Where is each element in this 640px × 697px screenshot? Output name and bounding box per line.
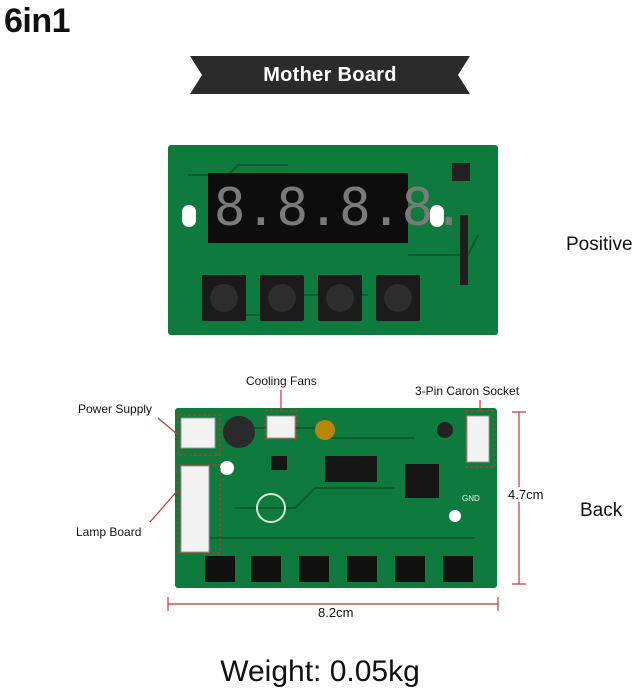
back-board-image xyxy=(175,408,497,588)
front-board-image xyxy=(168,145,498,335)
cooling-fans-label: Cooling Fans xyxy=(246,374,317,388)
mother-board-banner: Mother Board xyxy=(190,56,470,94)
back-label: Back xyxy=(580,500,623,521)
gnd-label: GND xyxy=(462,494,480,503)
power-supply-label: Power Supply xyxy=(78,402,153,416)
weight-label: Weight: 0.05kg xyxy=(220,655,420,688)
display-digit: 8. xyxy=(214,178,277,238)
display-digit: 8. xyxy=(276,178,340,238)
width-dimension-label: 8.2cm xyxy=(318,605,354,620)
height-dimension-label: 4.7cm xyxy=(507,487,545,502)
page-title: 6in1 xyxy=(4,2,71,40)
display-digit: 8. xyxy=(339,178,402,238)
socket-label: 3-Pin Caron Socket xyxy=(415,384,520,398)
lamp-board-label: Lamp Board xyxy=(76,525,142,539)
banner-ribbon-shape xyxy=(190,56,470,94)
seven-segment-display: 8. 8. 8. 8. xyxy=(214,176,465,240)
positive-label: Positive xyxy=(566,234,633,255)
banner-title: Mother Board xyxy=(263,63,397,86)
display-digit: 8. xyxy=(401,178,465,238)
